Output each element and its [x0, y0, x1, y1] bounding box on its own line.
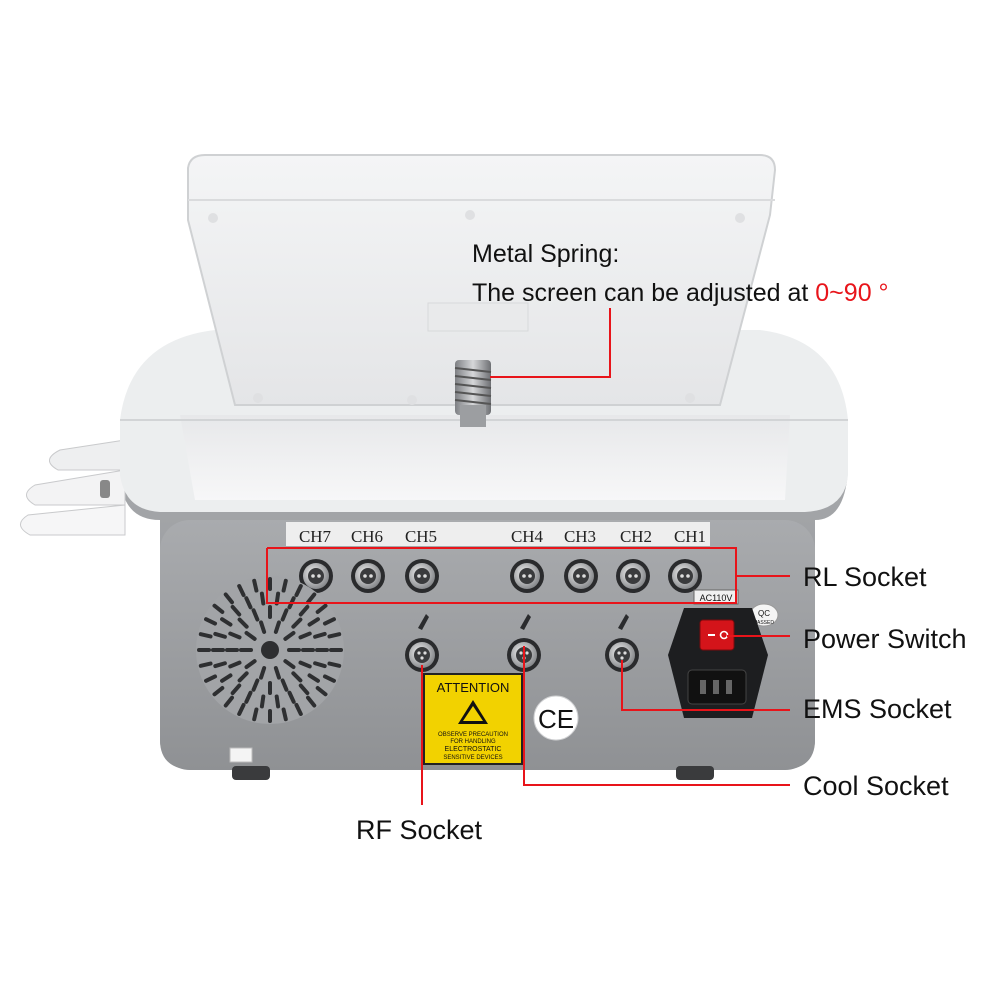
spring-description-text: The screen can be adjusted at	[472, 279, 809, 307]
channel-label: CH4	[511, 527, 544, 546]
serial-sticker	[229, 747, 253, 763]
attention-line: ELECTROSTATIC	[445, 746, 502, 753]
rl-socket-row	[299, 559, 702, 593]
handle-holder	[20, 439, 126, 536]
channel-label: CH2	[620, 527, 652, 546]
channel-label: CH6	[351, 527, 383, 546]
rl-socket[interactable]	[299, 559, 333, 593]
spring-callout-line	[490, 308, 611, 378]
ce-mark: CE	[533, 695, 579, 741]
attention-line: FOR HANDLING	[450, 739, 496, 745]
device-feet	[232, 766, 714, 780]
rl-callout-line	[266, 547, 737, 604]
qc-label: QC	[758, 609, 770, 618]
rl-socket[interactable]	[564, 559, 598, 593]
attention-line: SENSITIVE DEVICES	[443, 755, 502, 761]
screen-panel	[187, 154, 777, 406]
channel-label: CH5	[405, 527, 437, 546]
spring-annotation-description: The screen can be adjusted at 0~90 °	[472, 279, 889, 308]
ems-socket-label: EMS Socket	[803, 694, 952, 724]
rl-socket[interactable]	[351, 559, 385, 593]
qc-sub-label: PASSED	[754, 620, 774, 626]
attention-title: ATTENTION	[437, 680, 510, 695]
voltage-label: AC110V	[700, 593, 733, 603]
rl-socket[interactable]	[510, 559, 544, 593]
rl-socket[interactable]	[616, 559, 650, 593]
channel-label-strip: CH7 CH6 CH5 CH4 CH3 CH2 CH1	[286, 522, 710, 546]
channel-label: CH1	[674, 527, 706, 546]
attention-line: OBSERVE PRECAUTION	[438, 732, 508, 738]
cool-socket-label: Cool Socket	[803, 771, 949, 801]
callout-lines	[266, 308, 790, 805]
speaker-grill	[196, 576, 344, 724]
spring-angle-highlight: 0~90 °	[815, 279, 889, 307]
cool-callout-line	[523, 646, 790, 786]
ems-callout-line	[621, 660, 790, 711]
metal-spring	[454, 360, 492, 427]
attention-label: ATTENTION OBSERVE PRECAUTION FOR HANDLIN…	[423, 673, 523, 765]
rl-socket[interactable]	[668, 559, 702, 593]
power-switch-label: Power Switch	[803, 624, 967, 654]
channel-label: CH3	[564, 527, 596, 546]
ce-mark-text: CE	[538, 704, 574, 734]
rf-socket-label: RF Socket	[356, 815, 483, 845]
spring-annotation-title: Metal Spring:	[472, 240, 620, 268]
rl-socket-label: RL Socket	[803, 562, 927, 592]
rl-socket[interactable]	[405, 559, 439, 593]
rf-socket[interactable]	[405, 614, 439, 672]
ems-socket[interactable]	[605, 614, 639, 672]
channel-label: CH7	[299, 527, 332, 546]
